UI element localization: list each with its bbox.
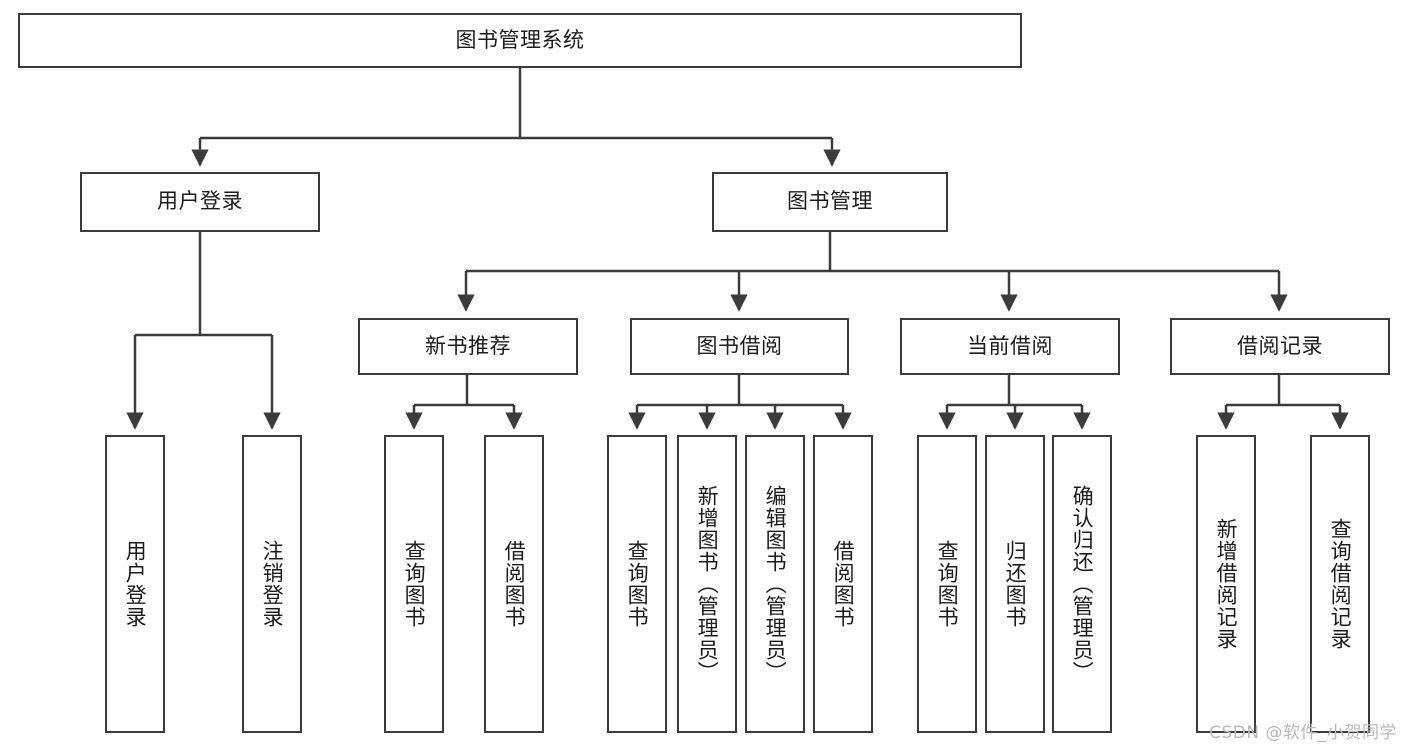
leaf-user-login-logout-label: 注销登录	[260, 540, 285, 628]
leaf-new-book-borrow-label: 借阅图书	[502, 540, 527, 628]
leaf-user-login-login[interactable]: 用户登录	[105, 435, 165, 733]
node-book-borrow[interactable]: 图书借阅	[630, 318, 849, 375]
leaf-current-borrow-query[interactable]: 查询图书	[917, 435, 977, 733]
node-book-borrow-label: 图书借阅	[696, 333, 783, 358]
node-book-management[interactable]: 图书管理	[712, 172, 948, 232]
node-current-borrow-label: 当前借阅	[967, 333, 1053, 358]
leaf-new-book-query[interactable]: 查询图书	[384, 435, 444, 733]
leaf-new-book-borrow[interactable]: 借阅图书	[484, 435, 544, 733]
node-user-login[interactable]: 用户登录	[80, 172, 320, 232]
node-borrow-record-label: 借阅记录	[1237, 333, 1323, 358]
leaf-book-borrow-edit-label: 编辑图书（管理员）	[763, 485, 788, 683]
leaf-book-borrow-borrow-label: 借阅图书	[831, 540, 856, 628]
leaf-book-borrow-borrow[interactable]: 借阅图书	[813, 435, 873, 733]
leaf-new-book-query-label: 查询图书	[402, 540, 427, 628]
leaf-current-borrow-confirm-label: 确认归还（管理员）	[1070, 485, 1095, 683]
node-current-borrow[interactable]: 当前借阅	[900, 318, 1120, 375]
node-root-label: 图书管理系统	[455, 27, 585, 52]
leaf-borrow-record-query[interactable]: 查询借阅记录	[1310, 435, 1370, 733]
leaf-book-borrow-query-label: 查询图书	[625, 540, 650, 628]
leaf-book-borrow-add[interactable]: 新增图书（管理员）	[677, 435, 737, 733]
node-book-management-label: 图书管理	[787, 189, 873, 214]
leaf-borrow-record-add[interactable]: 新增借阅记录	[1196, 435, 1256, 733]
node-root[interactable]: 图书管理系统	[18, 13, 1022, 68]
leaf-book-borrow-edit[interactable]: 编辑图书（管理员）	[745, 435, 805, 733]
leaf-current-borrow-query-label: 查询图书	[935, 540, 960, 628]
node-new-book-recommend[interactable]: 新书推荐	[358, 318, 578, 375]
node-borrow-record[interactable]: 借阅记录	[1170, 318, 1390, 375]
leaf-user-login-login-label: 用户登录	[123, 540, 148, 628]
leaf-current-borrow-return[interactable]: 归还图书	[985, 435, 1045, 733]
leaf-current-borrow-confirm[interactable]: 确认归还（管理员）	[1052, 435, 1112, 733]
leaf-book-borrow-query[interactable]: 查询图书	[607, 435, 667, 733]
leaf-book-borrow-add-label: 新增图书（管理员）	[695, 485, 720, 683]
leaf-borrow-record-query-label: 查询借阅记录	[1328, 518, 1353, 650]
leaf-current-borrow-return-label: 归还图书	[1003, 540, 1028, 628]
leaf-user-login-logout[interactable]: 注销登录	[242, 435, 302, 733]
csdn-watermark: CSDN @软件_小贺同学	[1209, 723, 1397, 743]
node-new-book-recommend-label: 新书推荐	[425, 333, 511, 358]
leaf-borrow-record-add-label: 新增借阅记录	[1214, 518, 1239, 650]
node-user-login-label: 用户登录	[157, 189, 243, 214]
